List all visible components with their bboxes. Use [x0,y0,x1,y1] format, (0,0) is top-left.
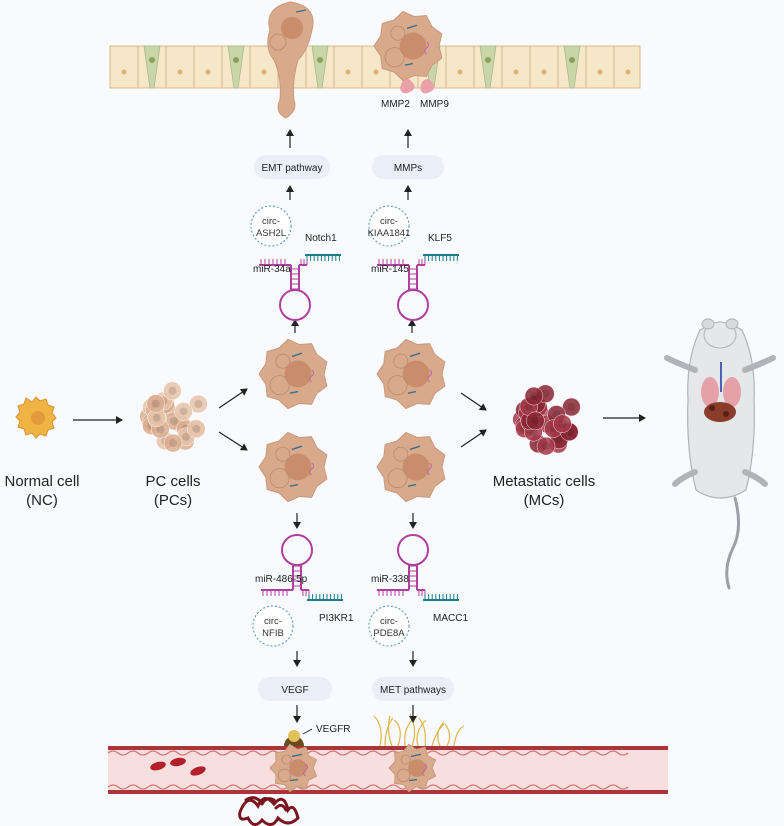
cancer-cell [258,338,328,410]
vegf-label: VEGF [281,685,308,696]
blood-vessel [107,746,668,794]
arrows [73,129,646,723]
circrna-name: KIAA1841 [368,228,411,239]
pc-cells-abbrev: (PCs) [154,492,192,509]
circrna-icon [250,205,292,247]
mirna-loop [279,289,311,321]
pc-cell-cluster [139,381,208,453]
target-gene-label: KLF5 [428,233,452,244]
cancer-cell [376,338,446,410]
cancer-cell [376,431,446,503]
normal-cell-label: Normal cell [4,473,79,490]
cancer-cell [258,431,328,503]
met-fibers-icon [373,713,465,747]
metastatic-cell-cluster [512,384,581,456]
stage-labels: Normal cell (NC) PC cells (PCs) Metastat… [4,473,595,509]
normal-cell [15,396,57,439]
circrna-icon [368,205,410,247]
circrna-name: NFIB [262,628,284,639]
circrna-prefix: circ- [380,616,398,627]
red-blood-cell [190,766,206,776]
metastatic-cells-label: Metastatic cells [493,473,596,490]
circrna-name: PDE8A [373,628,405,639]
normal-cell-abbrev: (NC) [26,492,58,509]
mirna-loop [397,289,429,321]
mmp2-label: MMP2 [381,99,410,110]
goblet-cell [227,45,245,89]
circrna-icon [252,605,294,647]
vegfr-label: VEGFR [316,724,350,735]
upper-right-mirna-unit: circ-KIAA1841 miR-145 KLF5 [368,205,459,321]
circrna-prefix: circ- [264,616,282,627]
pc-cells-label: PC cells [145,473,200,490]
epithelium-layer [109,45,641,89]
red-blood-cell [150,761,166,771]
goblet-cell [143,45,161,89]
mmp9-label: MMP9 [420,99,449,110]
upper-left-mirna-unit: circ-ASH2L miR-34a Notch1 [250,205,341,321]
pathway-pills: EMT pathway MMPs VEGF MET pathways [254,155,454,701]
vegfr-receptor-icon [284,728,313,746]
cancer-cell-in-vessel [269,743,318,793]
circrna-prefix: circ- [262,216,280,227]
circrna-name: ASH2L [256,228,286,239]
mmp2-enzyme-icon [400,79,415,94]
cancer-cell-in-vessel [388,743,437,793]
target-gene-label: Notch1 [305,233,337,244]
mmp9-enzyme-icon [420,79,435,94]
circrna-icon [368,605,410,647]
mirna-label: miR-338 [371,574,409,585]
emt-pathway-label: EMT pathway [262,163,323,174]
metastatic-cells-abbrev: (MCs) [524,492,565,509]
mirna-label: miR-145 [371,264,409,275]
emt-invading-cell [267,1,314,119]
met-pathways-label: MET pathways [380,685,446,696]
goblet-cell [479,45,497,89]
mirna-loop [397,534,429,566]
cancer-cell-invading [373,10,443,82]
circrna-prefix: circ- [380,216,398,227]
mirna-label: miR-34a [253,264,291,275]
target-gene-label: MACC1 [433,613,468,624]
mouse-illustration [664,318,776,590]
mirna-loop [281,534,313,566]
goblet-cell [563,45,581,89]
mmp-enzymes: MMP2 MMP9 [381,79,449,110]
angiogenesis-vessels-icon [238,796,300,826]
goblet-cell [311,45,329,89]
mirna-label: miR-486-5p [255,574,308,585]
mmps-label: MMPs [394,163,422,174]
target-gene-label: PI3KR1 [319,613,354,624]
red-blood-cell [170,757,186,767]
